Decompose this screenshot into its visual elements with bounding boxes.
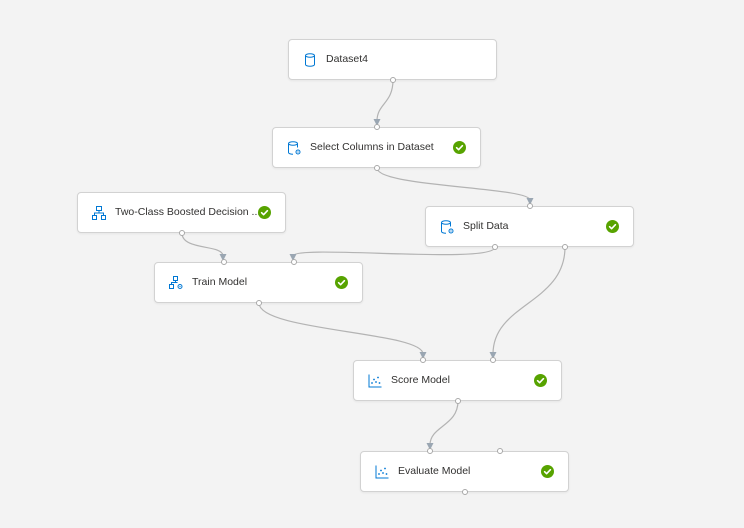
output-port[interactable] <box>179 230 185 236</box>
output-port[interactable] <box>256 300 262 306</box>
node-label: Split Data <box>463 220 509 232</box>
connection-line[interactable] <box>181 232 224 257</box>
node-label: Dataset4 <box>326 53 369 65</box>
input-port-1[interactable] <box>427 448 433 454</box>
connection-line[interactable] <box>376 79 394 122</box>
scatter-chart-icon <box>367 373 383 389</box>
node-select-columns[interactable]: Select Columns in Dataset <box>272 124 481 171</box>
node-label: Evaluate Model <box>398 465 471 477</box>
output-port[interactable] <box>462 489 468 495</box>
dataset-gear-icon <box>286 140 302 156</box>
output-port[interactable] <box>455 398 461 404</box>
output-port[interactable] <box>390 77 396 83</box>
dataset-icon <box>302 52 318 68</box>
dataset-gear-icon <box>439 219 455 235</box>
input-port[interactable] <box>374 124 380 130</box>
node-label: Two-Class Boosted Decision ... <box>115 206 261 218</box>
completed-check-icon <box>453 141 466 154</box>
connection-line[interactable] <box>376 167 531 201</box>
node-dataset4[interactable]: Dataset4 <box>288 39 497 83</box>
node-split-data[interactable]: Split Data <box>425 203 634 250</box>
output-port[interactable] <box>374 165 380 171</box>
input-port[interactable] <box>527 203 533 209</box>
node-two-class-boosted-decision[interactable]: Two-Class Boosted Decision ... <box>77 192 286 236</box>
connection-line[interactable] <box>258 302 424 355</box>
node-label: Score Model <box>391 374 450 386</box>
connection-line[interactable] <box>429 400 459 446</box>
node-train-model[interactable]: Train Model <box>154 259 363 306</box>
completed-check-icon <box>335 276 348 289</box>
output-port-1[interactable] <box>492 244 498 250</box>
node-evaluate-model[interactable]: Evaluate Model <box>360 448 569 495</box>
connection-line[interactable] <box>492 246 566 355</box>
output-port-2[interactable] <box>562 244 568 250</box>
completed-check-icon <box>534 374 547 387</box>
completed-check-icon <box>541 465 554 478</box>
completed-check-icon <box>606 220 619 233</box>
train-model-icon <box>168 275 184 291</box>
input-port-1[interactable] <box>221 259 227 265</box>
scatter-chart-icon <box>374 464 390 480</box>
input-port-2[interactable] <box>291 259 297 265</box>
input-port-2[interactable] <box>497 448 503 454</box>
input-port-2[interactable] <box>490 357 496 363</box>
hierarchy-icon <box>91 205 107 221</box>
connection-line[interactable] <box>292 246 496 257</box>
input-port-1[interactable] <box>420 357 426 363</box>
completed-check-icon <box>258 206 271 219</box>
node-label: Train Model <box>192 276 248 288</box>
node-score-model[interactable]: Score Model <box>353 357 562 404</box>
node-label: Select Columns in Dataset <box>310 141 434 153</box>
